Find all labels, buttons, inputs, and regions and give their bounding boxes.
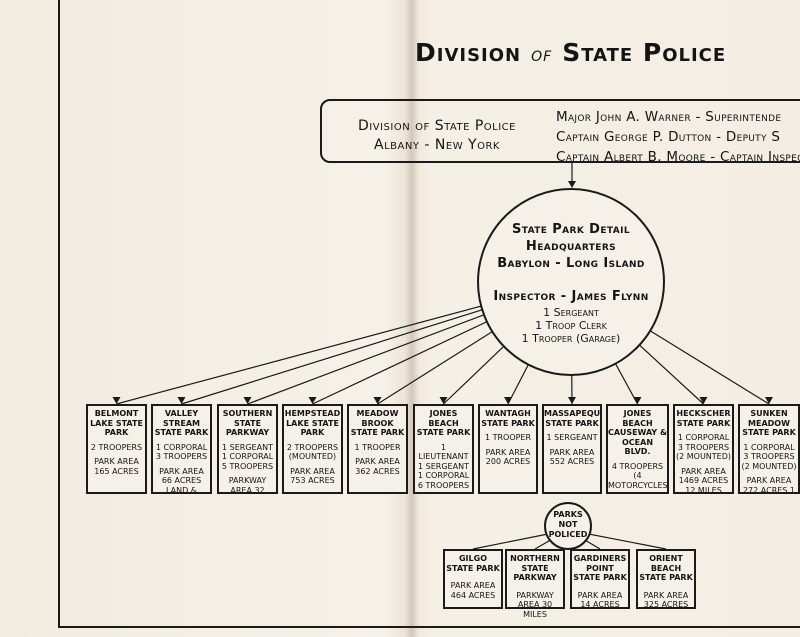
detail-to-park-arrow [112, 397, 121, 404]
park-staff: 1 Trooper [484, 433, 532, 442]
detail-line3: Babylon - Long Island [497, 256, 645, 271]
not-policed-park-area: Parkway Area 30 Miles [516, 590, 554, 619]
not-policed-park-box: Gardiners Point State ParkPark Area 14 A… [570, 549, 630, 609]
park-staff: 1 Corporal 3 Troopers (2 Mounted) [675, 433, 731, 461]
park-box: Valley Stream State Park 1 Corporal 3 Tro… [151, 404, 212, 494]
park-box: Massapequa State Park 1 SergeantPark Area… [542, 404, 602, 494]
detail-to-park-arrow [243, 397, 252, 404]
hq-name: Division of State Police Albany - New Yo… [342, 117, 532, 155]
detail-heading: State Park Detail Headquarters Babylon -… [479, 221, 663, 272]
detail-line2: Headquarters [525, 239, 617, 254]
not-policed-park-box: Gilgo State ParkPark Area 464 Acres [443, 549, 503, 609]
park-name: Massapequa State Park [544, 409, 602, 428]
not-policed-park-box: Northern State ParkwayParkway Area 30 Mi… [505, 549, 565, 619]
park-area: Park Area 753 Acres [290, 466, 335, 486]
park-area: Parkway Area 32 Miles (12 Miles Open) [228, 476, 267, 494]
headquarters-box: Division of State Police Albany - New Yo… [320, 99, 800, 165]
detail-inspector: Inspector - James Flynn [493, 289, 649, 304]
detail-to-park-arrow [308, 397, 317, 404]
not-policed-park-area: Park Area 14 Acres [577, 590, 623, 610]
officer-deputy: Captain George P. Dutton - Deputy S [556, 129, 781, 145]
park-staff: 1 Sergeant 1 Corporal 5 Troopers [221, 442, 274, 471]
park-name: Hempstead Lake State Park [284, 409, 341, 437]
park-staff: 2 Troopers (Mounted) [286, 442, 339, 462]
detail-to-park-arrow [765, 397, 773, 404]
park-staff: 1 Trooper [354, 442, 401, 452]
park-name: Belmont Lake State Park [90, 409, 143, 437]
detail-to-park-arrow [439, 397, 448, 404]
park-box: Jones Beach State Park 1 Lieutenant 1 Ser… [413, 404, 474, 494]
park-staff: 1 Corporal 3 Troopers (2 Mounted) [741, 442, 797, 471]
not-policed-park-area: Park Area 325 Acres [643, 590, 689, 610]
detail-staff-1: 1 Sergeant [543, 306, 599, 319]
park-name: Heckscher State Park [676, 409, 731, 428]
detail-to-park-arrow [699, 397, 708, 404]
officer-inspector: Captain Albert B. Moore - Captain Inspec… [556, 149, 800, 165]
page-title: Division of State Police [415, 38, 800, 67]
park-box: Southern State Parkway 1 Sergeant 1 Corpo… [217, 404, 278, 494]
not-policed-park-name: Orient Beach State Park [639, 554, 693, 582]
detail-to-park-arrow [568, 397, 576, 404]
park-area: Park Area 362 Acres [355, 457, 400, 476]
detail-staff: 1 Sergeant 1 Troop Clerk 1 Trooper (Gara… [479, 306, 663, 345]
officer-superintendent: Major John A. Warner - Superintende [556, 109, 782, 125]
park-area: Park Area 1469 Acres 12 Miles Bathing Bb [678, 466, 729, 494]
park-box: Meadow Brook State Park 1 TrooperPark Are… [347, 404, 408, 494]
detail-staff-2: 1 Troop Clerk [535, 319, 607, 332]
detail-line1: State Park Detail [511, 222, 631, 237]
not-policed-park-box: Orient Beach State ParkPark Area 325 Acr… [636, 549, 696, 609]
park-area: Park Area 165 Acres [94, 457, 139, 476]
park-area: Park Area 66 Acres Land & Water [159, 466, 204, 494]
state-park-detail-node: State Park Detail Headquarters Babylon -… [477, 188, 665, 376]
park-staff: 1 Sergeant [546, 433, 598, 442]
park-staff: 4 Troopers (4 Motorcycles) [608, 461, 669, 490]
park-box: Wantagh State Park 1 TrooperPark Area 200… [478, 404, 538, 494]
park-box: Hempstead Lake State Park 2 Troopers (Mou… [282, 404, 343, 494]
hq-line1: Division of State Police [358, 118, 516, 134]
park-box: Jones Beach Causeway & Ocean Blvd. 4 Troo… [606, 404, 669, 494]
detail-to-park-arrow [504, 397, 512, 404]
title-of: of [531, 42, 553, 66]
park-box: Sunken Meadow State Park 1 Corporal 3 Tro… [738, 404, 800, 494]
park-name: Southern State Parkway [222, 409, 273, 437]
hq-officers: Major John A. Warner - Superintende Capt… [556, 107, 800, 167]
not-policed-park-name: Northern State Parkway [510, 554, 560, 582]
park-area: Park Area 272 Acres 1 Mile Bathing Beach [742, 476, 796, 494]
park-box: Heckscher State Park 1 Corporal 3 Trooper… [673, 404, 734, 494]
park-staff: 1 Lieutenant 1 Sergeant 1 Corporal 6 Tro… [417, 442, 470, 490]
detail-staff-3: 1 Trooper (Garage) [521, 332, 621, 345]
park-area: Park Area 552 Acres [549, 447, 595, 467]
page-border [58, 0, 800, 628]
park-box: Belmont Lake State Park 2 TroopersPark Ar… [86, 404, 147, 494]
hq-to-detail-arrow [568, 181, 576, 188]
park-name: Jones Beach Causeway & Ocean Blvd. [608, 409, 667, 456]
park-name: Wantagh State Park [481, 409, 535, 428]
not-policed-park-area: Park Area 464 Acres [450, 581, 496, 600]
hq-line2: Albany - New York [374, 137, 500, 153]
park-area: Park Area 200 Acres [485, 447, 531, 467]
not-policed-park-name: Gardiners Point State Park [573, 554, 627, 582]
title-part1: Division [415, 38, 522, 67]
detail-to-park-arrow [633, 397, 642, 404]
park-name: Valley Stream State Park [154, 409, 209, 437]
park-name: Meadow Brook State Park [350, 409, 405, 437]
detail-to-park-arrow [177, 397, 186, 404]
parks-not-policed-node: Parks Not Policed [544, 502, 592, 550]
title-part2: State Police [562, 38, 727, 67]
park-name: Sunken Meadow State Park [742, 409, 796, 437]
not-policed-park-name: Gilgo State Park [446, 554, 500, 573]
detail-to-park-arrow [373, 397, 382, 404]
park-name: Jones Beach State Park [416, 409, 471, 437]
park-staff: 2 Troopers [90, 442, 143, 452]
park-staff: 1 Corporal 3 Troopers [155, 442, 208, 462]
